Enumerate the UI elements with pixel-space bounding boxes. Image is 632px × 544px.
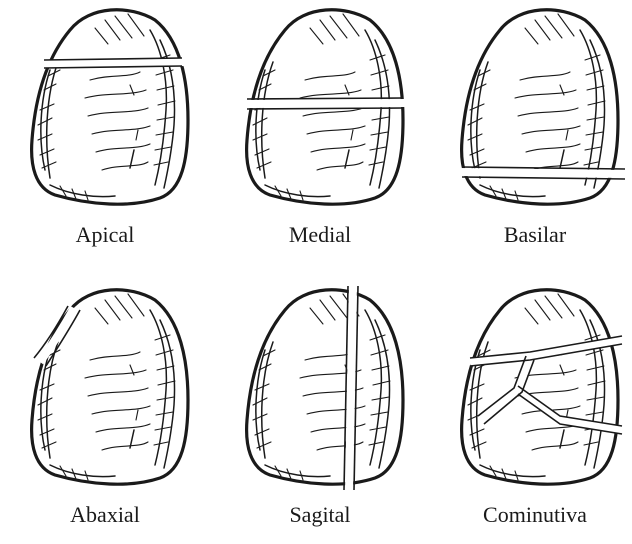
figure-medial: Medial: [225, 0, 415, 264]
figure-apical: Apical: [10, 0, 200, 264]
figure-cominutiva: Cominutiva: [440, 280, 630, 544]
caption-apical: Apical: [10, 222, 200, 248]
figure-basilar: Basilar: [440, 0, 630, 264]
caption-basilar: Basilar: [440, 222, 630, 248]
caption-abaxial: Abaxial: [10, 502, 200, 528]
figure-abaxial: Abaxial: [10, 280, 200, 544]
caption-sagital: Sagital: [225, 502, 415, 528]
figure-sagital: Sagital: [225, 280, 415, 544]
bone-medial-fracture: [225, 0, 415, 212]
bone-basilar-fracture: [440, 0, 630, 212]
bone-sagital-fracture: [225, 280, 415, 492]
caption-cominutiva: Cominutiva: [440, 502, 630, 528]
bone-abaxial-fracture: [10, 280, 200, 492]
bone-comminuted-fracture: [440, 280, 630, 492]
caption-medial: Medial: [225, 222, 415, 248]
bone-apical-fracture: [10, 0, 200, 212]
